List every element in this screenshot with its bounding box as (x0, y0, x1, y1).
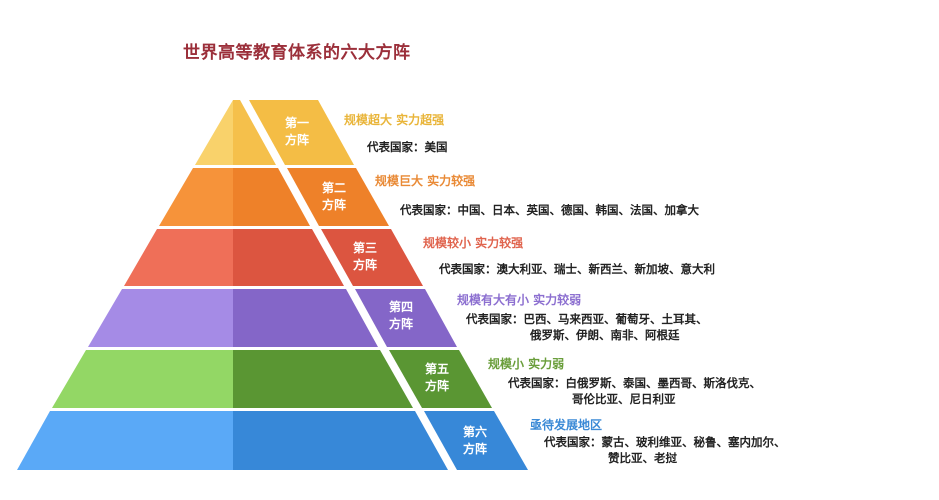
tier-5-countries: 代表国家：白俄罗斯、泰国、墨西哥、斯洛伐克、 哥伦比亚、尼日利亚 (508, 376, 761, 406)
tier-2-label: 第二 方阵 (321, 181, 346, 212)
tier-1-label: 第一 方阵 (284, 116, 309, 147)
tier-6-label: 第六 方阵 (462, 425, 487, 456)
diagram-title: 世界高等教育体系的六大方阵 (183, 43, 411, 63)
tier-5-label: 第五 方阵 (424, 362, 449, 393)
tier-6-description: 亟待发展地区 (530, 418, 603, 432)
tier-6-countries: 代表国家：蒙古、玻利维亚、秘鲁、塞内加尔、 赞比亚、老挝 (544, 435, 786, 465)
tier-2-description: 规模巨大 实力较强 (375, 174, 476, 188)
tier-4-description: 规模有大有小 实力较弱 (457, 293, 582, 307)
tier-2-countries: 代表国家：中国、日本、英国、德国、韩国、法国、加拿大 (400, 203, 699, 217)
tier-1-countries: 代表国家：美国 (367, 140, 448, 154)
tier-4-label: 第四 方阵 (388, 300, 413, 331)
tier-3-shape (124, 229, 423, 286)
tier-6-shape (17, 411, 528, 470)
tier-5-shape (52, 350, 492, 408)
tier-3-countries: 代表国家：澳大利亚、瑞士、新西兰、新加坡、意大利 (439, 262, 715, 276)
tier-1-description: 规模超大 实力超强 (344, 113, 445, 127)
tier-3-description: 规模较小 实力较强 (423, 236, 524, 250)
tier-5-description: 规模小 实力弱 (488, 357, 565, 371)
tier-3-label: 第三 方阵 (352, 241, 377, 272)
tier-4-shape (88, 289, 457, 347)
tier-4-countries: 代表国家：巴西、马来西亚、葡萄牙、土耳其、 俄罗斯、伊朗、南非、阿根廷 (466, 312, 708, 342)
tier-2-shape (159, 168, 389, 226)
tier-1-shape (195, 100, 354, 165)
